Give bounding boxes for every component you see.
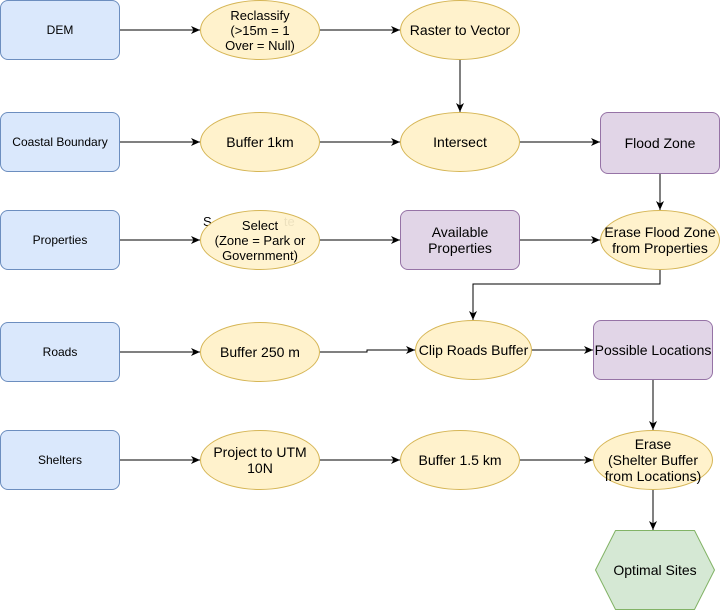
dem-input[interactable]: DEM [0, 0, 120, 60]
reclassify-tool[interactable]: Reclassify (>15m = 1 Over = Null) [200, 0, 320, 60]
buffer-250m-label: Buffer 250 m [220, 344, 300, 360]
select-label: Select (Zone = Park or Government) [214, 217, 306, 263]
coastal-boundary-label: Coastal Boundary [12, 135, 108, 149]
buffer-1-5km-label: Buffer 1.5 km [418, 452, 502, 468]
available-properties-label: Available Properties [428, 224, 492, 256]
clip-roads-buffer-label: Clip Roads Buffer [418, 342, 529, 358]
buffer-1km-tool[interactable]: Buffer 1km [200, 112, 320, 172]
buffer-1km-label: Buffer 1km [226, 134, 294, 150]
properties-label: Properties [32, 233, 88, 247]
coastal-boundary-input[interactable]: Coastal Boundary [0, 112, 120, 172]
hexagon-shape [595, 530, 715, 610]
properties-input[interactable]: Properties [0, 210, 120, 270]
roads-input[interactable]: Roads [0, 322, 120, 382]
possible-locations-label: Possible Locations [594, 342, 712, 358]
project-utm-label: Project to UTM 10N [213, 444, 307, 476]
shelters-label: Shelters [37, 453, 83, 467]
flood-zone-output[interactable]: Flood Zone [600, 112, 720, 174]
optimal-sites-label: Optimal Sites [613, 562, 697, 578]
dem-label: DEM [46, 23, 74, 37]
erase-shelter-buffer-tool[interactable]: Erase (Shelter Buffer from Locations) [593, 430, 713, 490]
erase-shelter-buffer-label: Erase (Shelter Buffer from Locations) [604, 436, 702, 484]
buffer-1-5km-tool[interactable]: Buffer 1.5 km [400, 430, 520, 490]
intersect-tool[interactable]: Intersect [400, 112, 520, 172]
erase-flood-zone-tool[interactable]: Erase Flood Zone from Properties [600, 210, 720, 270]
arrow-erase-clip [469, 270, 661, 320]
arrow-buffer-clip [320, 346, 415, 354]
raster-to-vector-label: Raster to Vector [409, 22, 511, 38]
reclassify-label: Reclassify (>15m = 1 Over = Null) [225, 7, 295, 53]
available-properties-output[interactable]: Available Properties [400, 210, 520, 270]
roads-label: Roads [42, 345, 78, 359]
select-tool[interactable]: Select (Zone = Park or Government) [200, 210, 320, 270]
erase-flood-zone-label: Erase Flood Zone from Properties [604, 224, 716, 256]
flood-zone-label: Flood Zone [624, 135, 696, 151]
raster-to-vector-tool[interactable]: Raster to Vector [400, 0, 520, 60]
buffer-250m-tool[interactable]: Buffer 250 m [200, 322, 320, 382]
possible-locations-output[interactable]: Possible Locations [593, 320, 713, 380]
project-utm-tool[interactable]: Project to UTM 10N [200, 430, 320, 490]
intersect-label: Intersect [433, 134, 487, 150]
shelters-input[interactable]: Shelters [0, 430, 120, 490]
optimal-sites-output[interactable]: Optimal Sites [595, 530, 715, 610]
clip-roads-buffer-tool[interactable]: Clip Roads Buffer [415, 320, 532, 380]
